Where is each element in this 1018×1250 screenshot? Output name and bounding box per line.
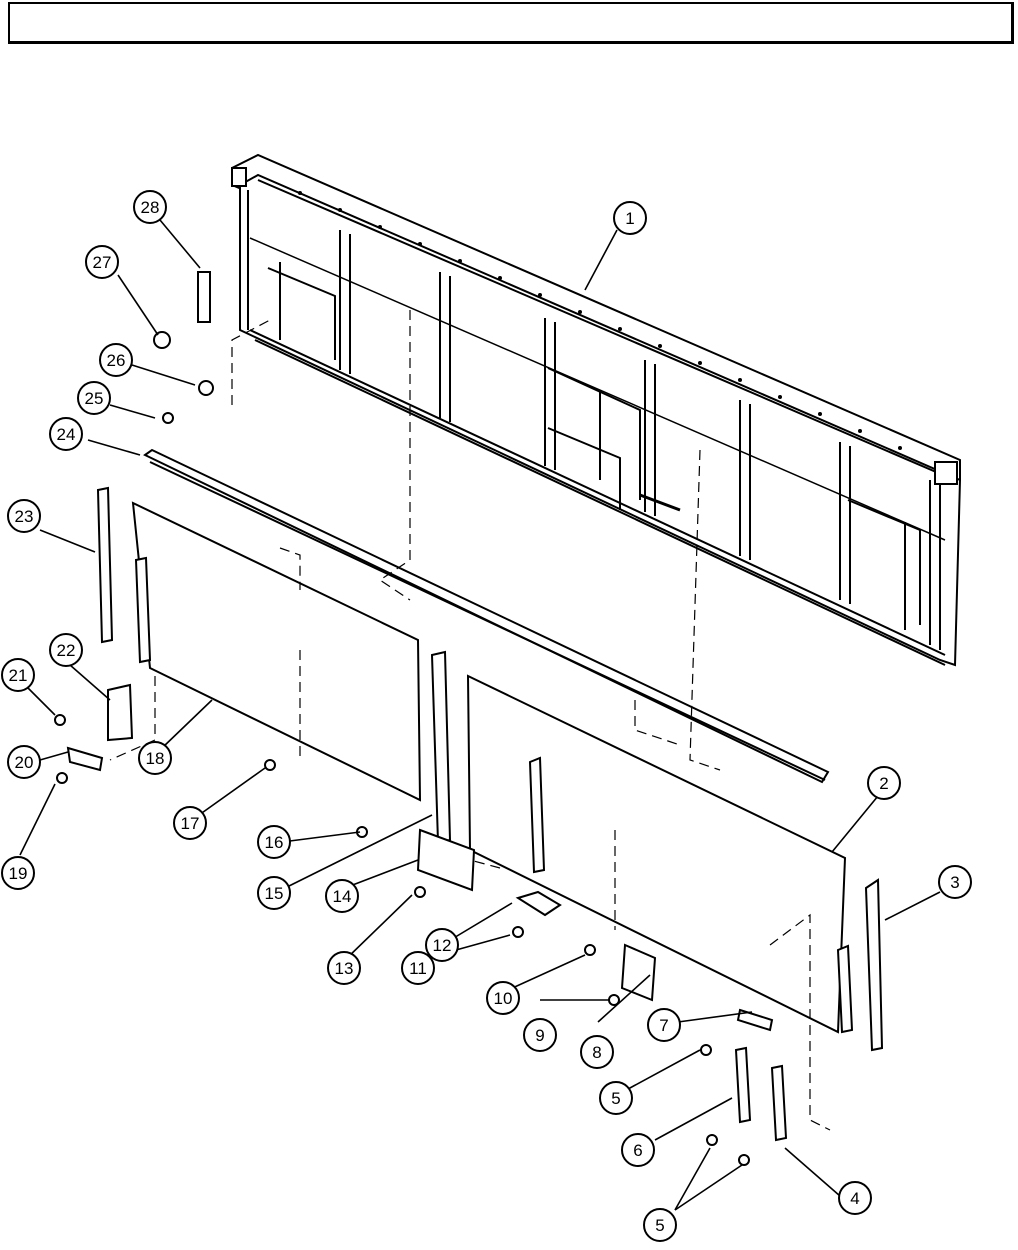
callout-label: 24 [57, 425, 76, 444]
callout-label: 26 [107, 351, 126, 370]
bracket-8 [620, 943, 657, 1002]
callout-11: 11 [401, 951, 435, 985]
strip-23 [96, 486, 114, 644]
callout-label: 28 [141, 198, 160, 217]
plate-14 [416, 828, 476, 892]
callout-24: 24 [49, 417, 83, 451]
bracket-7 [736, 1008, 774, 1032]
callout-label: 7 [659, 1016, 668, 1035]
callout-label: 3 [950, 873, 959, 892]
callout-label: 12 [433, 936, 452, 955]
callout-27: 27 [85, 245, 119, 279]
callout-5b: 5 [643, 1208, 677, 1242]
callout-label: 9 [535, 1026, 544, 1045]
callout-label: 25 [85, 389, 104, 408]
callout-label: 23 [15, 507, 34, 526]
callout-label: 18 [146, 749, 165, 768]
callout-22: 22 [49, 633, 83, 667]
strip-left-inner [134, 556, 152, 664]
callout-28: 28 [133, 190, 167, 224]
left-panel [131, 501, 422, 802]
callout-26: 26 [99, 343, 133, 377]
callout-7: 7 [647, 1008, 681, 1042]
bracket-22 [107, 683, 134, 742]
right-panel [466, 674, 847, 1034]
assembly-lines [109, 310, 831, 1131]
rear-frame-assembly [231, 153, 962, 667]
header-box [8, 2, 1014, 44]
callout-6: 6 [621, 1133, 655, 1167]
callout-label: 4 [850, 1189, 859, 1208]
callout-14: 14 [325, 879, 359, 913]
callout-25: 25 [77, 381, 111, 415]
callout-label: 2 [879, 774, 888, 793]
rail-rivets [298, 191, 902, 450]
strip-right-inner [836, 944, 854, 1034]
strip-center-inner [528, 756, 546, 874]
callout-19: 19 [1, 856, 35, 890]
callout-label: 11 [409, 959, 427, 978]
callout-13: 13 [327, 951, 361, 985]
callout-2: 2 [867, 766, 901, 800]
callout-label: 14 [333, 887, 352, 906]
callout-20: 20 [7, 745, 41, 779]
callout-label: 5 [611, 1089, 620, 1108]
callout-label: 19 [9, 864, 28, 883]
leader-lines [19, 219, 941, 1211]
callout-5a: 5 [599, 1081, 633, 1115]
callout-12: 12 [425, 928, 459, 962]
callout-label: 27 [93, 253, 112, 272]
callout-label: 5 [655, 1216, 664, 1235]
callout-4: 4 [838, 1181, 872, 1215]
callout-label: 22 [57, 641, 76, 660]
callout-label: 16 [265, 833, 284, 852]
callout-1: 1 [613, 201, 647, 235]
callout-label: 6 [633, 1141, 642, 1160]
callout-16: 16 [257, 825, 291, 859]
callout-8: 8 [580, 1035, 614, 1069]
callout-15: 15 [257, 876, 291, 910]
strip-4 [770, 1064, 788, 1142]
callout-label: 10 [494, 989, 513, 1008]
hinge-28 [197, 271, 211, 323]
post-15 [430, 650, 452, 844]
callout-18: 18 [138, 741, 172, 775]
callout-label: 17 [181, 814, 200, 833]
clip-12 [515, 890, 562, 917]
callout-label: 1 [625, 209, 634, 228]
callout-10: 10 [486, 981, 520, 1015]
plate-20 [66, 746, 104, 772]
fasteners [54, 331, 750, 1166]
callout-label: 21 [9, 666, 28, 685]
callout-label: 13 [335, 959, 354, 978]
callouts: 1 2 3 4 5 5 5 6 7 8 9 10 11 12 13 14 15 … [1, 190, 972, 1242]
callout-23: 23 [7, 499, 41, 533]
callout-label: 8 [592, 1043, 601, 1062]
callout-9: 9 [523, 1018, 557, 1052]
callout-17: 17 [173, 806, 207, 840]
strip-3 [864, 878, 884, 1052]
callout-label: 20 [15, 753, 34, 772]
strip-6 [734, 1046, 752, 1124]
callout-3: 3 [938, 865, 972, 899]
callout-21: 21 [1, 658, 35, 692]
callout-label: 15 [265, 884, 284, 903]
